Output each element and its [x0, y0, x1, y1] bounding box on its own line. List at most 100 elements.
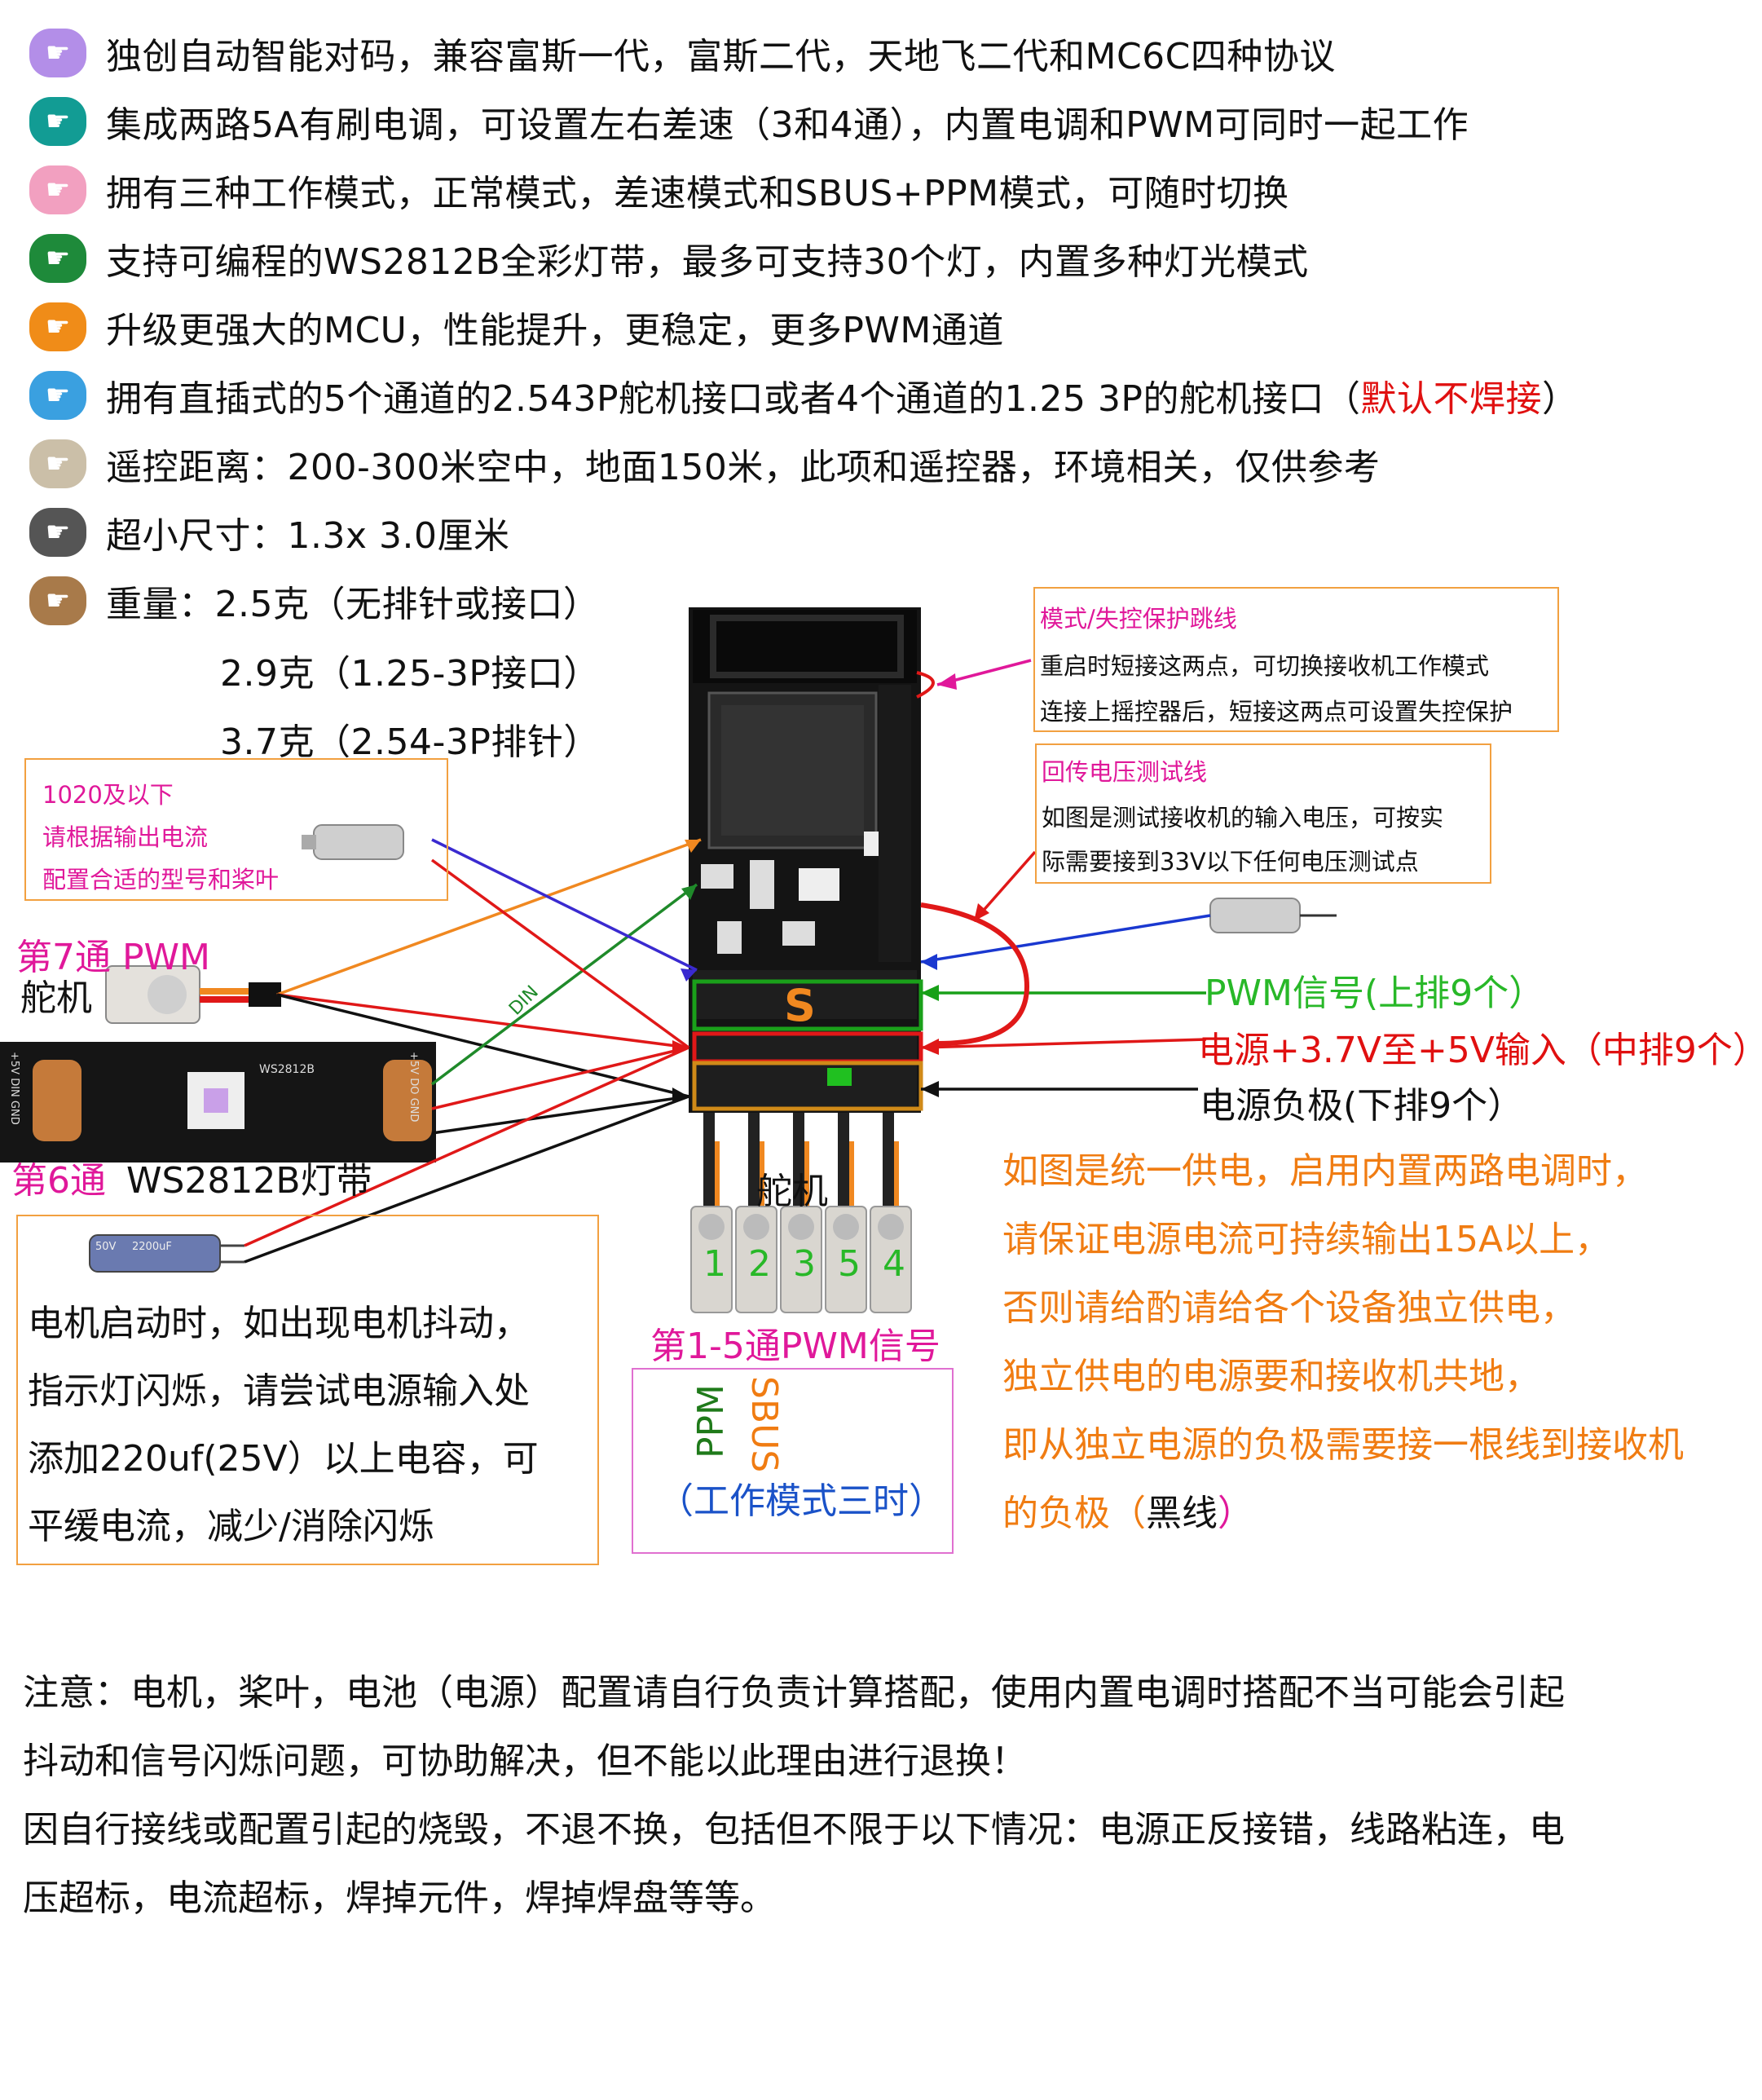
wire-ch7-signal [276, 838, 702, 996]
servo-cables [703, 1113, 899, 1219]
ch6-label: 第6通 [11, 1160, 106, 1202]
mode-box-line-1: 重启时短接这两点，可切换接收机工作模式 [1040, 652, 1490, 680]
pointing-hand-icon: ☛ [29, 439, 86, 488]
wire-led-power [431, 1046, 689, 1110]
sbus-label: SBUS [743, 1376, 785, 1473]
led-strip [0, 1042, 436, 1162]
voltage-test-box: 回传电压测试线 如图是测试接收机的输入电压，可按实 际需要接到33V以下任何电压… [1035, 743, 1491, 884]
volt-box-line-1: 如图是测试接收机的输入电压，可按实 [1042, 804, 1444, 832]
pointing-hand-icon: ☛ [29, 302, 86, 351]
capacitor [89, 1234, 244, 1273]
power-note-line-2: 请保证电源电流可持续输出15A以上， [1002, 1219, 1611, 1260]
cap-note-line-4: 平缓电流，减少/消除闪烁 [28, 1506, 434, 1547]
feature-9: ☛ 重量：2.5克（无排针或接口） [29, 572, 599, 629]
strip-pad-left: +5V DIN GND [8, 1052, 20, 1125]
feature-text: 遥控距离：200-300米空中，地面150米，此项和遥控器，环境相关，仅供参考 [106, 447, 1381, 488]
notice-line-4: 压超标，电流超标，焊掉元件，焊掉焊盘等等。 [23, 1877, 776, 1919]
ch7-servo-label: 舵机 [20, 977, 92, 1019]
feature-text: 集成两路5A有刷电调，可设置左右差速（3和4通），内置电调和PWM可同时一起工作 [106, 104, 1469, 146]
servo-num-5: 5 [838, 1243, 861, 1285]
power-note-last-a: 的负极（ [1002, 1493, 1146, 1534]
motor-note-line-3: 配置合适的型号和桨叶 [42, 866, 280, 893]
feature-text: 重量：2.5克（无排针或接口） [106, 584, 600, 625]
motor-left [302, 824, 404, 860]
mode-jumper-box: 模式/失控保护跳线 重启时短接这两点，可切换接收机工作模式 连接上摇控器后，短接… [1033, 587, 1559, 732]
cap-mark-capacity: 2200uF [132, 1241, 172, 1253]
motor-note-line-1: 1020及以下 [42, 781, 174, 809]
ch6-strip-label: WS2812B灯带 [126, 1160, 372, 1202]
strip-chip-label: WS2812B [259, 1063, 315, 1076]
feature-text: 超小尺寸：1.3x 3.0厘米 [106, 515, 510, 557]
feature-text: 支持可编程的WS2812B全彩灯带，最多可支持30个灯，内置多种灯光模式 [106, 241, 1309, 283]
arrowheads [672, 673, 989, 1102]
feature-tail: ） [1541, 378, 1579, 420]
strip-pad-right: +5V DO GND [407, 1052, 420, 1123]
cap-note-line-3: 添加220uf(25V）以上电容，可 [28, 1438, 539, 1480]
weight-line-2: 2.9克（1.25-3P接口） [220, 653, 600, 695]
feature-1: ☛ 独创自动智能对码，兼容富斯一代，富斯二代，天地飞二代和MC6C四种协议 [29, 24, 1336, 82]
mode3-box: PPM SBUS （工作模式三时） [632, 1368, 954, 1554]
servo-num-2: 2 [748, 1243, 771, 1285]
feature-text: 拥有直插式的5个通道的2.543P舵机接口或者4个通道的1.25 3P的舵机接口… [106, 378, 1361, 420]
power-note-line-5: 即从独立电源的负极需要接一根线到接收机 [1002, 1424, 1684, 1466]
mode-box-title: 模式/失控保护跳线 [1040, 605, 1237, 633]
feature-highlight: 默认不焊接 [1360, 378, 1542, 420]
jumper-mark [916, 671, 935, 699]
receiver-board [689, 607, 923, 1113]
voltage-loop [920, 902, 1030, 1046]
cap-note-line-2: 指示灯闪烁，请尝试电源输入处 [28, 1370, 530, 1412]
power-note-last-b: 黑线 [1146, 1493, 1218, 1534]
wire-led-din [430, 883, 698, 1086]
servo-row [690, 1206, 912, 1313]
feature-2: ☛ 集成两路5A有刷电调，可设置左右差速（3和4通），内置电调和PWM可同时一起工… [29, 93, 1469, 150]
motor-note-line-2: 请根据输出电流 [42, 823, 209, 851]
feature-5: ☛ 升级更强大的MCU，性能提升，更稳定，更多PWM通道 [29, 298, 1004, 355]
feature-7: ☛ 遥控距离：200-300米空中，地面150米，此项和遥控器，环境相关，仅供参考 [29, 435, 1380, 492]
pointing-hand-icon: ☛ [29, 29, 86, 77]
pwm-row-label: PWM信号(上排9个） [1205, 973, 1545, 1014]
feature-text: 独创自动智能对码，兼容富斯一代，富斯二代，天地飞二代和MC6C四种协议 [106, 36, 1336, 77]
feature-text: 拥有三种工作模式，正常模式，差速模式和SBUS+PPM模式，可随时切换 [106, 173, 1289, 214]
motor-note-box: 1020及以下 请根据输出电流 配置合适的型号和桨叶 [24, 758, 448, 901]
cap-note-line-1: 电机启动时，如出现电机抖动， [28, 1303, 530, 1344]
wire-motor-right [920, 914, 1211, 964]
servo-caption: 第1-5通PWM信号 [650, 1326, 940, 1367]
wire-motor-left-a [431, 838, 698, 972]
notice-line-3: 因自行接线或配置引起的烧毁，不退不换，包括但不限于以下情况：电源正反接错，线路粘… [23, 1809, 1565, 1851]
notice-line-1: 注意：电机，桨叶，电池（电源）配置请自行负责计算搭配，使用内置电调时搭配不当可能… [23, 1672, 1565, 1714]
servo-label: 舵机 [756, 1171, 828, 1212]
wire-motor-left-b [430, 858, 690, 1049]
wire-led-ground [431, 1095, 689, 1135]
wire-cap-ground [244, 1095, 689, 1264]
ground-row-label: 电源负极(下排9个） [1200, 1085, 1524, 1127]
volt-box-line-2: 际需要接到33V以下任何电压测试点 [1042, 848, 1419, 876]
volt-box-title: 回传电压测试线 [1042, 758, 1208, 786]
pointing-hand-icon: ☛ [29, 165, 86, 214]
feature-text: 升级更强大的MCU，性能提升，更稳定，更多PWM通道 [106, 310, 1004, 351]
servo-num-4: 4 [883, 1243, 905, 1285]
signal-s-mark: S [784, 980, 816, 1031]
servo-num-3: 3 [793, 1243, 816, 1285]
ppm-label: PPM [690, 1384, 732, 1459]
power-note-line-6: 的负极（黑线） [1002, 1484, 1253, 1536]
wires [244, 659, 1211, 1264]
pointing-hand-icon: ☛ [29, 576, 86, 625]
motor-right [1209, 898, 1337, 933]
notice-line-2: 抖动和信号闪烁问题，可协助解决，但不能以此理由进行退换！ [23, 1740, 1027, 1782]
pointing-hand-icon: ☛ [29, 97, 86, 146]
feature-6: ☛拥有直插式的5个通道的2.543P舵机接口或者4个通道的1.25 3P的舵机接… [29, 367, 1578, 424]
weight-line-3: 3.7克（2.54-3P排针） [220, 721, 600, 763]
wire-power-arrow [920, 1038, 1207, 1049]
ch7-servo [105, 965, 281, 1024]
power-note-line-4: 独立供电的电源要和接收机共地， [1002, 1356, 1540, 1397]
mode-box-line-2: 连接上摇控器后，短接这两点可设置失控保护 [1040, 698, 1513, 726]
mode3-caption: （工作模式三时） [658, 1480, 945, 1522]
power-note-line-1: 如图是统一供电，启用内置两路电调时， [1002, 1150, 1648, 1192]
power-row-label: 电源+3.7V至+5V输入（中排9个） [1198, 1030, 1762, 1071]
cap-mark-voltage: 50V [95, 1241, 117, 1253]
power-note-line-3: 否则请给酌请给各个设备独立供电， [1002, 1287, 1576, 1329]
pointing-hand-icon: ☛ [29, 508, 86, 557]
feature-3: ☛ 拥有三种工作模式，正常模式，差速模式和SBUS+PPM模式，可随时切换 [29, 161, 1289, 218]
capacitor-note-box: 50V 2200uF 电机启动时，如出现电机抖动， 指示灯闪烁，请尝试电源输入处… [16, 1215, 599, 1565]
